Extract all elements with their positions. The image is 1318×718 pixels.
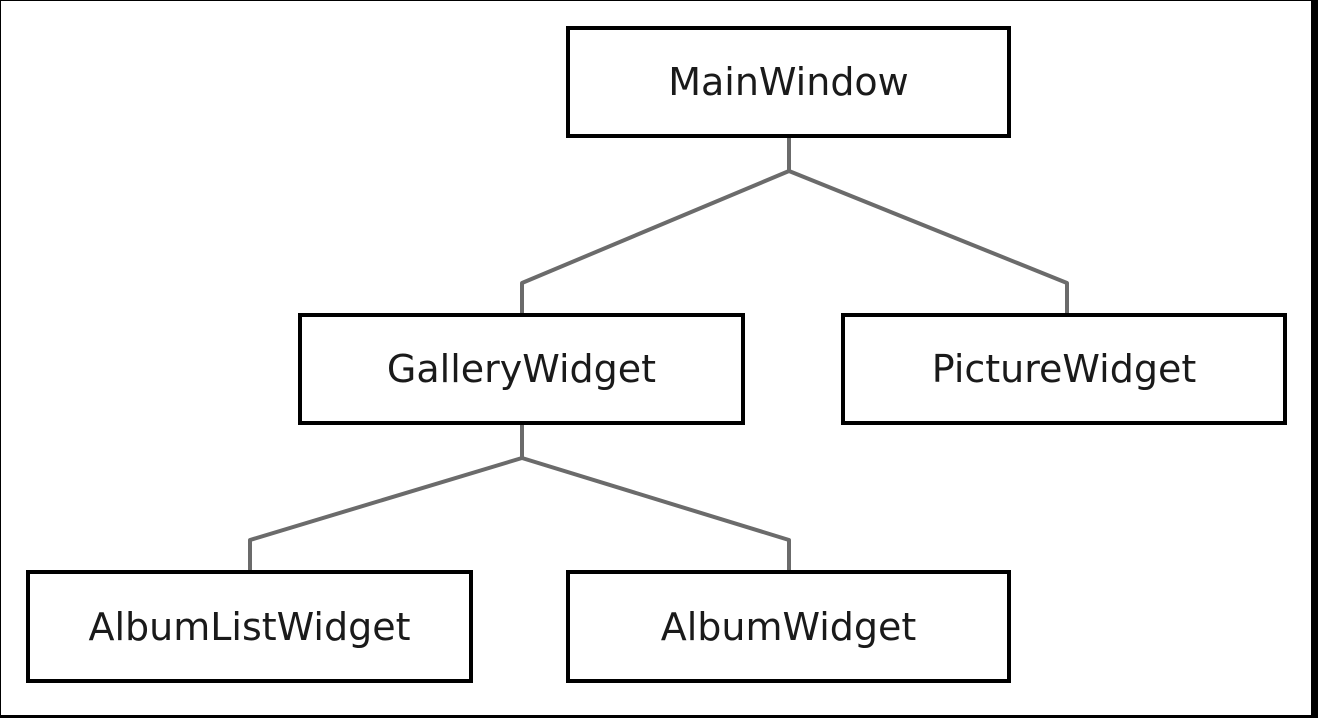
node-mainwindow: MainWindow bbox=[566, 26, 1011, 138]
node-albumlistwidget: AlbumListWidget bbox=[26, 570, 473, 683]
edge-mainwindow-gallerywidget bbox=[520, 138, 791, 313]
node-albumwidget-label: AlbumWidget bbox=[660, 604, 917, 649]
edge-gallerywidget-albumwidget bbox=[521, 456, 791, 570]
node-gallerywidget-label: GalleryWidget bbox=[386, 347, 657, 391]
node-albumwidget: AlbumWidget bbox=[566, 570, 1011, 683]
node-picturewidget-label: PictureWidget bbox=[931, 347, 1197, 391]
node-mainwindow-label: MainWindow bbox=[668, 60, 909, 104]
edge-mainwindow-picturewidget bbox=[788, 169, 1069, 313]
edge-gallerywidget-albumlistwidget bbox=[248, 425, 524, 570]
node-picturewidget: PictureWidget bbox=[841, 313, 1287, 425]
node-albumlistwidget-label: AlbumListWidget bbox=[88, 604, 411, 649]
node-gallerywidget: GalleryWidget bbox=[298, 313, 745, 425]
